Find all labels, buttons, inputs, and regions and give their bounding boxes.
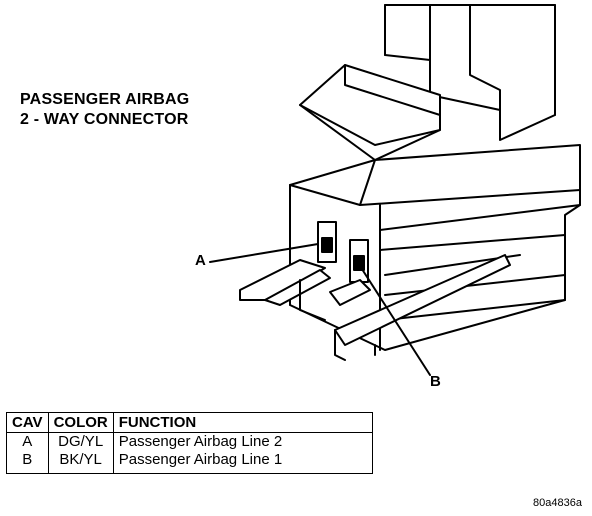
header-color: COLOR [47, 412, 114, 433]
leader-lines [209, 243, 431, 376]
callout-a-label: A [195, 252, 206, 269]
table-row: B BK/YL Passenger Airbag Line 1 [6, 451, 373, 474]
table-row: A DG/YL Passenger Airbag Line 2 [6, 432, 373, 451]
cell-color: BK/YL [47, 451, 114, 474]
title-line-1: PASSENGER AIRBAG [20, 91, 190, 108]
cell-cav: A [6, 432, 49, 451]
connector-rail [334, 254, 511, 361]
title-line-2: 2 - WAY CONNECTOR [20, 111, 189, 128]
callout-b-label: B [430, 373, 441, 390]
cell-color: DG/YL [47, 432, 114, 451]
pinout-header-row: CAV COLOR FUNCTION [6, 412, 373, 433]
connector-terminals [239, 259, 371, 321]
pinout-table: CAV COLOR FUNCTION A DG/YL Passenger Air… [6, 412, 373, 474]
cell-cav: B [6, 451, 49, 474]
diagram-title: PASSENGER AIRBAG 2 - WAY CONNECTOR [20, 90, 189, 130]
connector-latch-housing [384, 4, 556, 141]
cell-function: Passenger Airbag Line 1 [112, 451, 373, 474]
figure-id: 80a4836a [533, 497, 582, 509]
connector-latch-lever [299, 64, 441, 161]
header-function: FUNCTION [112, 412, 373, 433]
header-cav: CAV [6, 412, 49, 433]
cavity-a [317, 221, 337, 263]
cell-function: Passenger Airbag Line 2 [112, 432, 373, 451]
